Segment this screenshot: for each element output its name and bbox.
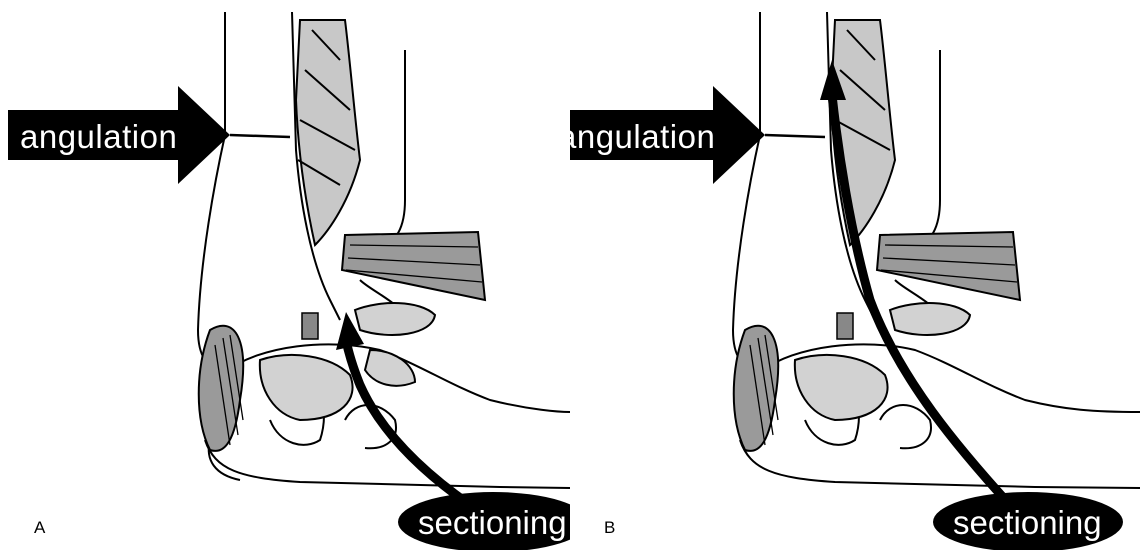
tibia-outline [198,12,225,372]
panel-letter-b: B [604,518,615,538]
sectioning-label: sectioning [953,504,1123,542]
angulation-label: angulation [20,118,210,156]
fibula-outline [382,50,405,250]
panel-b-drawing [570,0,1140,550]
muscle-block [342,232,485,300]
panel-b: angulation sectioning B [570,0,1140,550]
sectioning-label: sectioning [418,504,570,542]
tissue-band [296,20,360,245]
panel-a-drawing [0,0,570,550]
angulation-label: angulation [570,118,748,156]
panel-letter-a: A [34,518,45,538]
panel-a: angulation sectioning A [0,0,570,550]
